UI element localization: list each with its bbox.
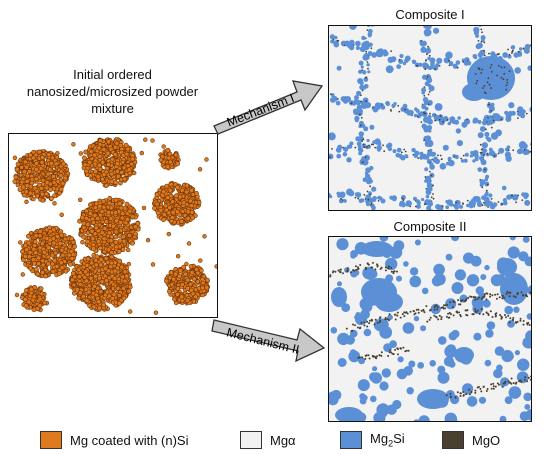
- legend: Mg coated with (n)Si Mgα Mg2Si MgO: [0, 428, 550, 452]
- legend-label-mgo: MgO: [472, 432, 501, 448]
- composite-2-panel: [328, 236, 532, 422]
- legend-label-mg-coated: Mg coated with (n)Si: [70, 432, 189, 448]
- legend-swatch-mg-coated: [40, 431, 62, 449]
- composite-2-title: Composite II: [393, 219, 467, 234]
- legend-label-mg2si: Mg2Si: [370, 431, 405, 449]
- mechanism-1-arrow: Mechanism I: [213, 80, 324, 135]
- legend-label-mg-alpha: Mgα: [270, 432, 296, 448]
- initial-mixture-title: Initial ordered nanosized/microsized pow…: [26, 67, 199, 116]
- mechanism-1-label: Mechanism I: [225, 91, 296, 129]
- mechanism-2-label: Mechanism II: [225, 325, 301, 357]
- composite-1-microstructure: [329, 26, 531, 210]
- mechanism-2-arrow: Mechanism II: [211, 319, 326, 363]
- legend-item-mgo: MgO: [442, 428, 500, 452]
- legend-item-mg-coated: Mg coated with (n)Si: [40, 428, 189, 452]
- initial-powder-panel: [8, 133, 218, 318]
- legend-swatch-mg-alpha: [240, 431, 262, 449]
- legend-swatch-mgo: [442, 431, 464, 449]
- composite-1-panel: [328, 25, 532, 211]
- initial-powder-illustration: [12, 137, 217, 317]
- composite-2-microstructure: [329, 237, 531, 421]
- composite-1-title: Composite I: [395, 7, 465, 22]
- legend-item-mg-alpha: Mgα: [240, 428, 296, 452]
- legend-swatch-mg2si: [340, 431, 362, 449]
- legend-item-mg2si: Mg2Si: [340, 428, 405, 452]
